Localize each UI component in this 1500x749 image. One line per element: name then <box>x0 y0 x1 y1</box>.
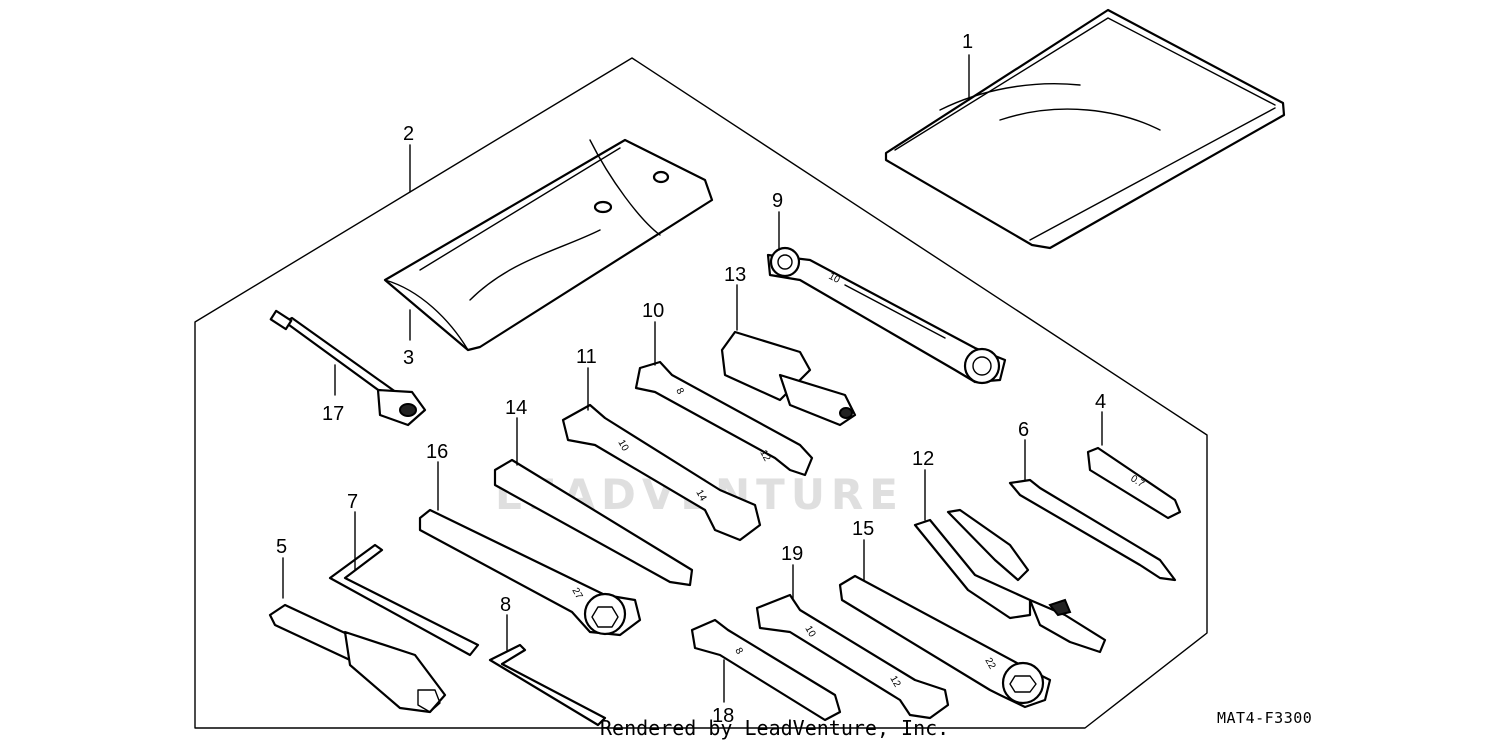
part-9-ring-spanner[interactable] <box>766 246 1007 385</box>
stamp-11a: 10 <box>615 438 630 454</box>
callout-9: 9 <box>772 190 783 212</box>
stamp-10a: 8 <box>673 386 686 396</box>
part-14-flat-bar[interactable] <box>493 458 694 587</box>
stamp-19a: 10 <box>802 624 817 640</box>
callout-5: 5 <box>276 536 287 558</box>
callout-12: 12 <box>912 448 934 470</box>
callout-14: 14 <box>505 397 527 419</box>
callout-6: 6 <box>1018 419 1029 441</box>
stamp-9: 10 <box>827 271 842 286</box>
stamp-11b: 14 <box>693 488 708 504</box>
stamp-19b: 12 <box>887 674 902 690</box>
callout-16: 16 <box>426 441 448 463</box>
part-6-screwdriver[interactable] <box>1008 478 1177 582</box>
callout-1: 1 <box>962 31 973 53</box>
part-16-spanner[interactable] <box>418 508 642 637</box>
rendered-by-text: Rendered by LeadVenture, Inc. <box>600 716 950 740</box>
callout-3: 3 <box>403 347 414 369</box>
stamp-10b: 12 <box>757 448 772 463</box>
callout-15: 15 <box>852 518 874 540</box>
callout-18: 18 <box>712 705 734 727</box>
callout-13: 13 <box>724 264 746 286</box>
part-11-open-wrench[interactable] <box>561 403 762 542</box>
part-5-plug-wrench[interactable] <box>268 603 447 714</box>
kit-outline <box>194 57 1208 729</box>
leader-lines <box>282 54 1103 703</box>
part-4-feeler-gauge[interactable] <box>1086 446 1182 520</box>
part-8-small-hex-key[interactable] <box>488 643 607 727</box>
stamp-16: 27 <box>569 586 584 602</box>
stamp-18: 8 <box>732 646 745 657</box>
callout-7: 7 <box>347 491 358 513</box>
stamp-15: 22 <box>982 656 997 672</box>
part-17-socket-extension[interactable] <box>269 309 427 427</box>
part-15-spanner[interactable] <box>838 574 1052 709</box>
callout-10: 10 <box>642 300 664 322</box>
callout-11: 11 <box>576 346 597 368</box>
part-12-pliers[interactable] <box>913 508 1107 654</box>
part-19-open-wrench[interactable] <box>755 593 950 720</box>
callout-2: 2 <box>403 123 414 145</box>
part-13-driver-handle[interactable] <box>720 330 857 427</box>
callout-4: 4 <box>1095 391 1106 413</box>
part-7-hex-key[interactable] <box>328 543 480 657</box>
diagram-code: MAT4-F3300 <box>1217 709 1313 727</box>
callout-8: 8 <box>500 594 511 616</box>
part-10-open-wrench[interactable] <box>634 360 814 477</box>
callout-17: 17 <box>322 403 344 425</box>
part-1-pouch[interactable] <box>884 8 1286 250</box>
callout-19: 19 <box>781 543 803 565</box>
part-18-small-wrench[interactable] <box>690 618 842 722</box>
part-2-tool-bag[interactable] <box>383 138 714 352</box>
